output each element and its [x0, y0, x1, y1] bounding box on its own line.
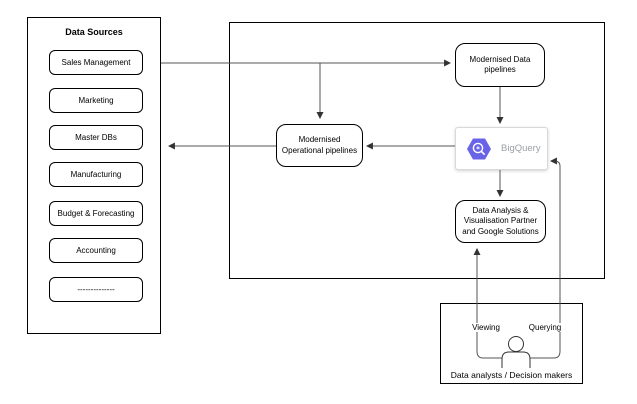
node-modern-data-pipelines[interactable]: Modernised Data pipelines	[455, 43, 545, 87]
bigquery-icon	[467, 138, 491, 159]
magnifier-handle	[480, 150, 486, 155]
users-caption: Data analysts / Decision makers	[450, 370, 573, 380]
data-sources-title: Data Sources	[65, 27, 123, 37]
magnifier-dial	[476, 145, 480, 149]
querying-label: Querying	[521, 323, 569, 332]
source-item-accounting[interactable]: Accounting	[49, 238, 143, 263]
source-item-placeholder[interactable]: --------------	[49, 277, 143, 302]
source-item-sales-management[interactable]: Sales Management	[49, 50, 143, 75]
node-modern-data-pipelines-label: Modernised Data pipelines	[469, 54, 531, 74]
users-box[interactable]: Viewing Querying Data analysts / Decisio…	[440, 303, 583, 384]
bigquery-hexagon	[467, 138, 491, 159]
node-bigquery[interactable]: BigQuery	[455, 127, 548, 170]
viewing-label: Viewing	[461, 323, 511, 332]
data-sources-container[interactable]: Data Sources Sales Management Marketing …	[27, 17, 161, 334]
source-item-budget-forecasting[interactable]: Budget & Forecasting	[49, 201, 143, 226]
node-data-analysis-label: Data Analysis & Visualisation Partner an…	[462, 205, 539, 236]
source-item-marketing[interactable]: Marketing	[49, 88, 143, 113]
node-data-analysis[interactable]: Data Analysis & Visualisation Partner an…	[455, 200, 546, 243]
magnifier-lens	[472, 142, 484, 153]
node-operational-pipelines-label: Modernised Operational pipelines	[281, 135, 358, 155]
node-operational-pipelines[interactable]: Modernised Operational pipelines	[276, 124, 363, 167]
node-bigquery-label: BigQuery	[501, 143, 541, 154]
source-item-master-dbs[interactable]: Master DBs	[49, 125, 143, 150]
source-item-manufacturing[interactable]: Manufacturing	[49, 162, 143, 187]
